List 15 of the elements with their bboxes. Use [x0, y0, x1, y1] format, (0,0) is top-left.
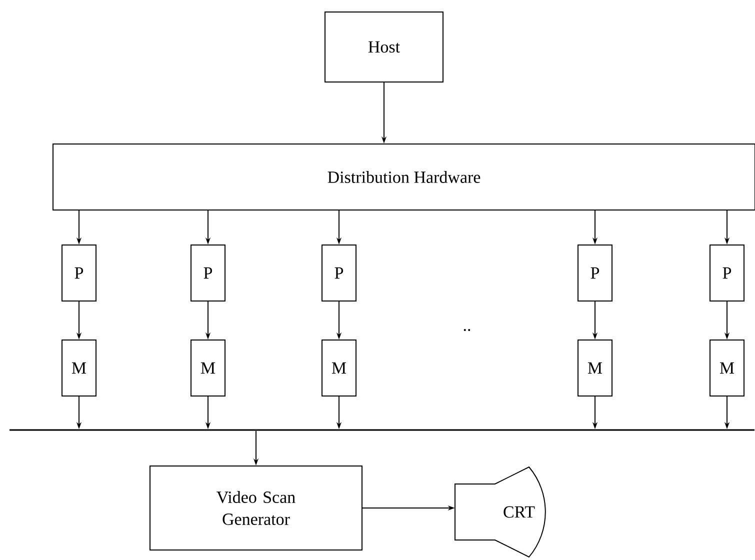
processor-box: P — [322, 244, 356, 302]
processor-box: P — [62, 244, 96, 302]
memory-box: M — [62, 340, 96, 396]
processor-box: P — [578, 244, 612, 302]
memory-box: M — [322, 340, 356, 396]
ellipsis: .. — [464, 329, 470, 331]
processor-box: P — [190, 244, 226, 302]
generator-box: Video Scan Generator — [150, 466, 362, 550]
memory-box: M — [190, 340, 226, 396]
processor-box: P — [710, 244, 744, 302]
crt-drawing: CRT — [454, 466, 546, 558]
memory-box: M — [578, 340, 612, 396]
distribution-box: Distribution Hardware — [52, 144, 755, 210]
host-box: Host — [324, 12, 444, 82]
memory-box: M — [710, 340, 744, 396]
